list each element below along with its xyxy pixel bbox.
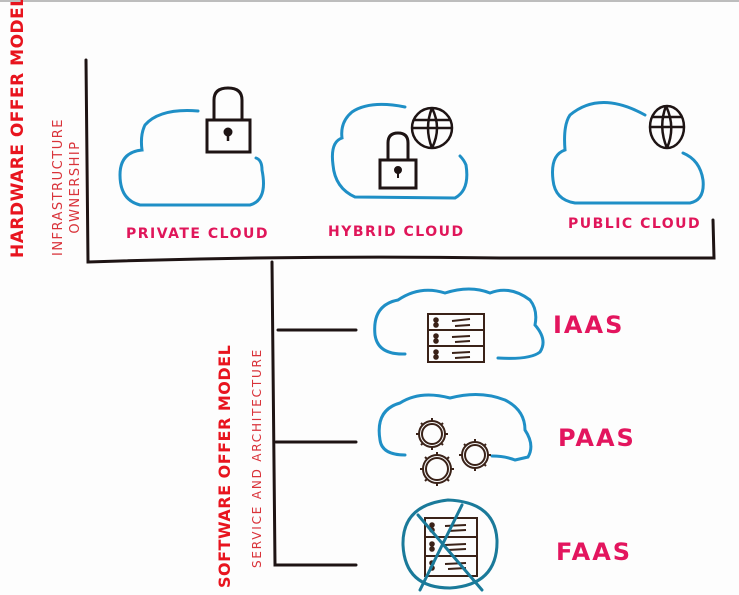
- lock-icon: [378, 131, 418, 190]
- gears-icon: [416, 418, 491, 486]
- cloud-shape: [551, 101, 705, 205]
- hardware-frame: [84, 58, 716, 264]
- public-cloud: [551, 101, 705, 205]
- hardware-offer-model-subtitle: INFRASTRUCTURE OWNERSHIP: [50, 118, 84, 256]
- software-offer-model-subtitle: SERVICE AND ARCHITECTURE: [250, 347, 264, 568]
- faas-label: FAAS: [556, 538, 633, 566]
- cloud-shape: [373, 287, 545, 360]
- private-cloud: [118, 86, 265, 207]
- hardware-offer-model-title: HARDWARE OFFER MODEL: [8, 0, 28, 258]
- iaas-label: IAAS: [553, 311, 625, 339]
- globe-icon: [410, 106, 454, 150]
- hybrid-cloud-label: HYBRID CLOUD: [328, 224, 465, 240]
- private-cloud-label: PRIVATE CLOUD: [126, 226, 269, 242]
- subtitle-line-2: OWNERSHIP: [68, 140, 83, 234]
- faas-diagram: [401, 498, 499, 592]
- software-offer-model-title: SOFTWARE OFFER MODEL: [215, 344, 234, 588]
- top-border: [0, 0, 739, 2]
- no-server-icon: [401, 498, 499, 592]
- hybrid-cloud: [330, 102, 469, 200]
- public-cloud-label: PUBLIC CLOUD: [568, 216, 702, 232]
- paas-cloud: [377, 393, 533, 486]
- server-rack-icon: [427, 313, 485, 363]
- iaas-cloud: [373, 287, 545, 363]
- subtitle-line-1: INFRASTRUCTURE: [51, 118, 66, 256]
- cloud-shape: [118, 109, 265, 207]
- software-tree: [270, 260, 358, 567]
- lock-icon: [205, 86, 252, 154]
- paas-label: PAAS: [558, 424, 636, 452]
- globe-icon: [648, 104, 686, 150]
- cloud-shape: [377, 393, 533, 462]
- cloud-shape: [330, 102, 469, 200]
